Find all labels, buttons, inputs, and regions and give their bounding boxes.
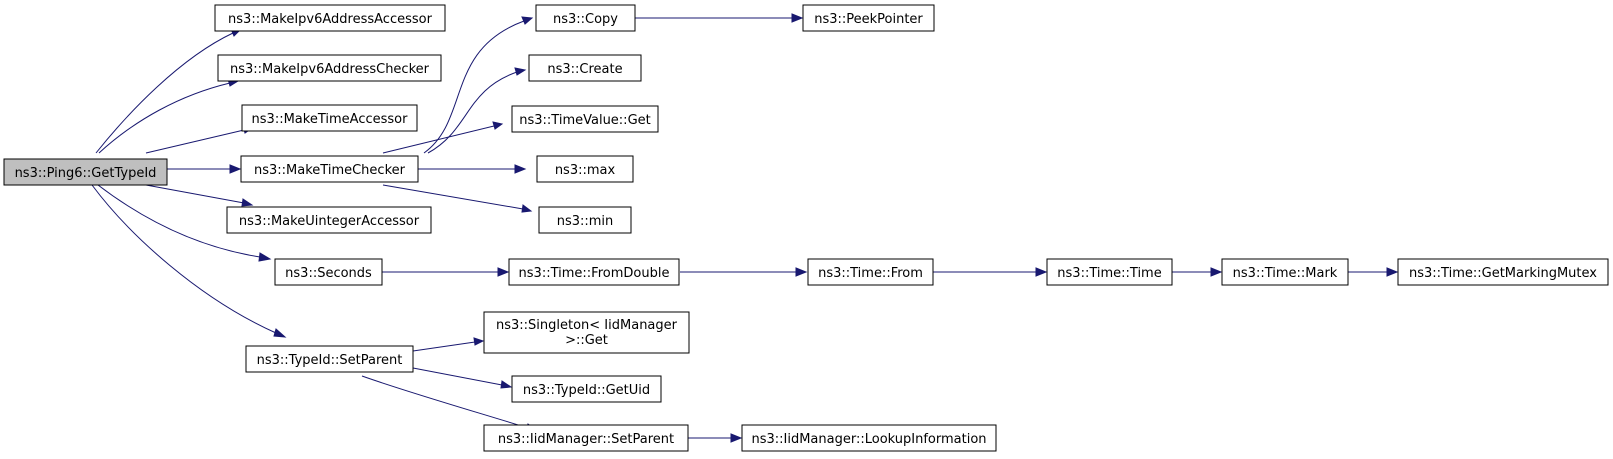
node-label-line-2: >::Get xyxy=(565,333,608,348)
node-label: ns3::MakeTimeChecker xyxy=(254,163,406,178)
node-time-get-marking-mutex[interactable]: ns3::Time::GetMarkingMutex xyxy=(1397,258,1609,286)
node-singleton-get[interactable]: ns3::Singleton< IidManager >::Get xyxy=(483,311,690,354)
edge-time-time-to-time-mark xyxy=(1172,267,1223,277)
node-root[interactable]: ns3::Ping6::GetTypeId xyxy=(3,158,168,186)
edge-typeid-set-parent-to-iidmanager-set-parent xyxy=(361,375,538,432)
node-label: ns3::Ping6::GetTypeId xyxy=(15,166,157,181)
node-timevalue-get[interactable]: ns3::TimeValue::Get xyxy=(511,105,659,133)
node-label: ns3::IidManager::LookupInformation xyxy=(751,432,986,447)
node-time-mark[interactable]: ns3::Time::Mark xyxy=(1221,258,1349,286)
edge-root-to-make-time-accessor xyxy=(145,125,254,154)
edge-typeid-set-parent-to-singleton-get xyxy=(412,337,485,352)
node-label: ns3::TypeId::SetParent xyxy=(257,353,403,368)
node-iidmanager-lookup-information[interactable]: ns3::IidManager::LookupInformation xyxy=(741,424,997,452)
node-label: ns3::IidManager::SetParent xyxy=(498,432,674,447)
node-label-line-1: ns3::Singleton< IidManager xyxy=(496,318,678,333)
node-label: ns3::TypeId::GetUid xyxy=(523,383,650,398)
node-make-time-accessor[interactable]: ns3::MakeTimeAccessor xyxy=(241,104,418,132)
node-label: ns3::MakeTimeAccessor xyxy=(252,112,409,127)
node-typeid-get-uid[interactable]: ns3::TypeId::GetUid xyxy=(511,375,662,403)
edge-make-time-checker-to-max xyxy=(407,164,527,174)
edge-root-to-make-ipv6-address-checker xyxy=(98,78,240,154)
edge-time-mark-to-time-get-marking-mutex xyxy=(1348,267,1399,277)
edge-root-to-make-ipv6-address-accessor xyxy=(95,28,243,154)
edge-make-time-checker-to-min xyxy=(382,184,533,213)
node-time-time[interactable]: ns3::Time::Time xyxy=(1046,258,1173,286)
node-label: ns3::PeekPointer xyxy=(814,12,923,27)
edge-root-to-make-uinteger-accessor xyxy=(145,184,254,207)
edge-time-from-to-time-time xyxy=(933,267,1048,277)
edge-make-time-checker-to-copy xyxy=(423,16,534,154)
node-time-from-double[interactable]: ns3::Time::FromDouble xyxy=(508,258,680,286)
node-label: ns3::Time::FromDouble xyxy=(519,266,670,281)
node-label: ns3::Time::From xyxy=(818,266,923,281)
node-create[interactable]: ns3::Create xyxy=(528,54,642,82)
node-time-from[interactable]: ns3::Time::From xyxy=(807,258,934,286)
edge-iidmanager-set-parent-to-lookup-information xyxy=(688,433,743,443)
edge-root-to-seconds xyxy=(97,184,272,262)
edge-seconds-to-time-from-double xyxy=(382,267,510,277)
edge-make-time-checker-to-create xyxy=(427,67,527,154)
node-label: ns3::TimeValue::Get xyxy=(519,113,651,128)
node-label: ns3::min xyxy=(557,214,614,229)
node-min[interactable]: ns3::min xyxy=(538,206,632,234)
node-seconds[interactable]: ns3::Seconds xyxy=(274,258,383,286)
node-label: ns3::Create xyxy=(547,62,622,77)
node-label: ns3::Time::Time xyxy=(1057,266,1161,281)
node-label: ns3::MakeIpv6AddressChecker xyxy=(230,62,430,77)
node-label: ns3::max xyxy=(555,163,616,178)
node-max[interactable]: ns3::max xyxy=(536,155,634,183)
edge-root-to-typeid-set-parent xyxy=(91,184,287,338)
node-iidmanager-set-parent[interactable]: ns3::IidManager::SetParent xyxy=(483,424,689,452)
node-label: ns3::Time::GetMarkingMutex xyxy=(1409,266,1597,281)
edge-make-time-checker-to-timevalue-get xyxy=(382,121,504,154)
node-make-uinteger-accessor[interactable]: ns3::MakeUintegerAccessor xyxy=(226,206,432,234)
node-label: ns3::Time::Mark xyxy=(1233,266,1338,281)
node-make-ipv6-address-checker[interactable]: ns3::MakeIpv6AddressChecker xyxy=(217,54,442,82)
edge-time-from-double-to-time-from xyxy=(680,267,808,277)
node-typeid-set-parent[interactable]: ns3::TypeId::SetParent xyxy=(245,345,414,373)
node-label: ns3::Copy xyxy=(553,12,618,27)
node-copy[interactable]: ns3::Copy xyxy=(535,4,636,32)
node-make-time-checker[interactable]: ns3::MakeTimeChecker xyxy=(240,155,419,183)
node-peek-pointer[interactable]: ns3::PeekPointer xyxy=(802,4,935,32)
edge-typeid-set-parent-to-typeid-get-uid xyxy=(412,367,513,389)
edge-copy-to-peek-pointer xyxy=(635,13,804,23)
nodes: ns3::Ping6::GetTypeId ns3::MakeIpv6Addre… xyxy=(3,4,1609,452)
node-label: ns3::Seconds xyxy=(285,266,372,281)
edge-root-to-make-time-checker xyxy=(167,164,242,174)
node-label: ns3::MakeUintegerAccessor xyxy=(239,214,420,229)
node-label: ns3::MakeIpv6AddressAccessor xyxy=(228,12,433,27)
node-make-ipv6-address-accessor[interactable]: ns3::MakeIpv6AddressAccessor xyxy=(214,4,446,32)
